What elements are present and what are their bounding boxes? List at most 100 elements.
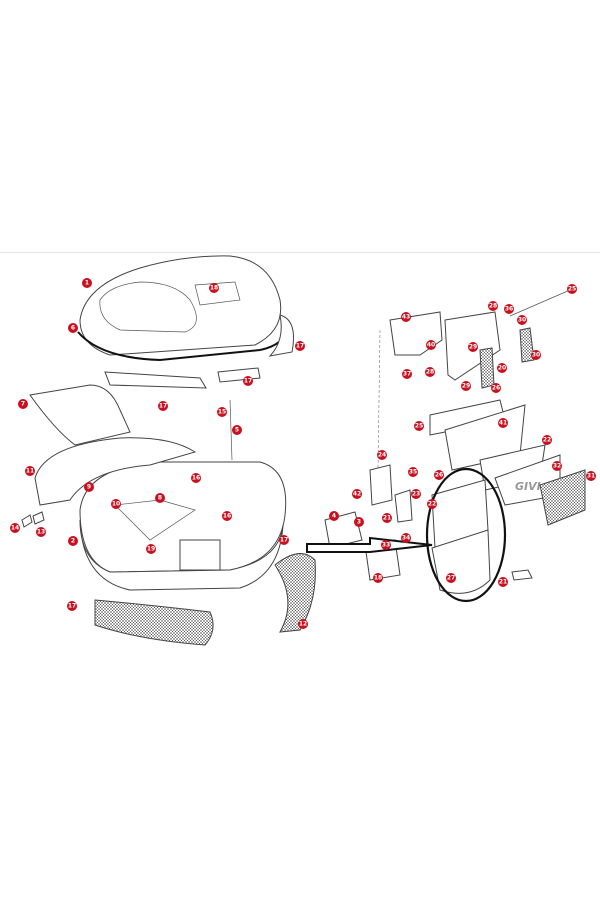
part-callout-29: 29 [468, 342, 478, 352]
callout-number: 28 [426, 369, 434, 376]
pointer-arrow [306, 536, 433, 553]
callout-circle [209, 283, 219, 293]
callout-circle [279, 535, 289, 545]
callout-number: 32 [553, 463, 561, 470]
callout-circle [434, 470, 444, 480]
callout-circle [498, 577, 508, 587]
logo-givi: GIVI [515, 480, 541, 493]
strap [229, 399, 233, 461]
callout-number: 41 [499, 420, 507, 427]
part-callout-7: 7 [18, 399, 28, 409]
lock-mechanism: GIVI [324, 289, 586, 594]
callout-circle [401, 312, 411, 322]
callout-number: 28 [489, 303, 497, 310]
callout-circle [425, 367, 435, 377]
callout-number: 12 [299, 621, 307, 628]
part-callout-31: 31 [586, 471, 596, 481]
callout-number: 34 [402, 535, 410, 542]
part-callout-17: 17 [295, 341, 305, 351]
part-callout-8: 8 [155, 493, 165, 503]
callout-circle [68, 323, 78, 333]
callout-circle [217, 407, 227, 417]
callout-circle [352, 489, 362, 499]
callout-number: 17 [159, 403, 167, 410]
part-callout-21: 21 [498, 577, 508, 587]
callout-number: 10 [112, 501, 120, 508]
callout-number: 17 [280, 537, 288, 544]
divider [0, 252, 600, 253]
callout-circle [488, 301, 498, 311]
callout-circle [531, 350, 541, 360]
part-callout-27: 27 [446, 573, 456, 583]
callout-circle [243, 376, 253, 386]
tray [29, 384, 131, 446]
callout-circle [426, 340, 436, 350]
callout-circle [155, 493, 165, 503]
callout-number: 21 [499, 579, 507, 586]
callout-circle [67, 601, 77, 611]
callout-circle [354, 517, 364, 527]
callout-number: 17 [296, 343, 304, 350]
part-callout-4: 4 [329, 511, 339, 521]
callout-number: 24 [378, 452, 386, 459]
callout-number: 31 [587, 473, 595, 480]
callout-number: 37 [403, 371, 411, 378]
part-callout-24: 24 [377, 450, 387, 460]
callout-number: 25 [568, 286, 576, 293]
part-callout-29: 29 [461, 381, 471, 391]
callout-circle [18, 399, 28, 409]
part-callout-1: 1 [82, 278, 92, 288]
callout-circle [586, 471, 596, 481]
part-callout-17: 17 [243, 376, 253, 386]
callout-circle [222, 511, 232, 521]
callout-circle [377, 450, 387, 460]
part-callout-20: 20 [497, 363, 507, 373]
part-callout-11: 11 [25, 466, 35, 476]
part-callout-3: 3 [354, 517, 364, 527]
base [21, 437, 316, 646]
callout-number: 27 [447, 575, 455, 582]
callout-number: 33 [382, 542, 390, 549]
part-callout-42: 42 [352, 489, 362, 499]
callout-number: 1 [85, 280, 89, 287]
part-callout-16: 16 [222, 511, 232, 521]
callout-number: 6 [71, 325, 75, 332]
callout-circle [146, 544, 156, 554]
part-callout-41: 41 [498, 418, 508, 428]
callout-circle [158, 401, 168, 411]
callout-number: 40 [427, 342, 435, 349]
callout-circle [25, 466, 35, 476]
callout-number: 14 [11, 525, 19, 532]
callout-number: 5 [235, 427, 239, 434]
callout-circle [468, 342, 478, 352]
callout-number: 11 [26, 468, 34, 475]
part-callout-30: 30 [531, 350, 541, 360]
callout-circle [295, 341, 305, 351]
callout-circle [414, 421, 424, 431]
highlight-ellipse [425, 467, 507, 603]
callout-circle [232, 425, 242, 435]
part-callout-35: 35 [408, 467, 418, 477]
callout-number: 16 [223, 513, 231, 520]
callout-number: 18 [210, 285, 218, 292]
part-callout-14: 14 [10, 523, 20, 533]
part-callout-34: 34 [401, 533, 411, 543]
callout-number: 15 [218, 409, 226, 416]
part-callout-22: 22 [542, 435, 552, 445]
callout-circle [381, 540, 391, 550]
callout-number: 21 [383, 515, 391, 522]
callout-circle [68, 536, 78, 546]
part-callout-28: 28 [488, 301, 498, 311]
part-callout-26: 26 [491, 383, 501, 393]
part-callout-43: 43 [401, 312, 411, 322]
callout-number: 8 [158, 495, 162, 502]
callout-circle [497, 363, 507, 373]
callout-number: 30 [518, 317, 526, 324]
callout-circle [542, 435, 552, 445]
callout-circle [552, 461, 562, 471]
part-callout-36: 36 [504, 304, 514, 314]
part-callout-9: 9 [84, 482, 94, 492]
callout-number: 22 [428, 501, 436, 508]
callout-number: 43 [402, 314, 410, 321]
